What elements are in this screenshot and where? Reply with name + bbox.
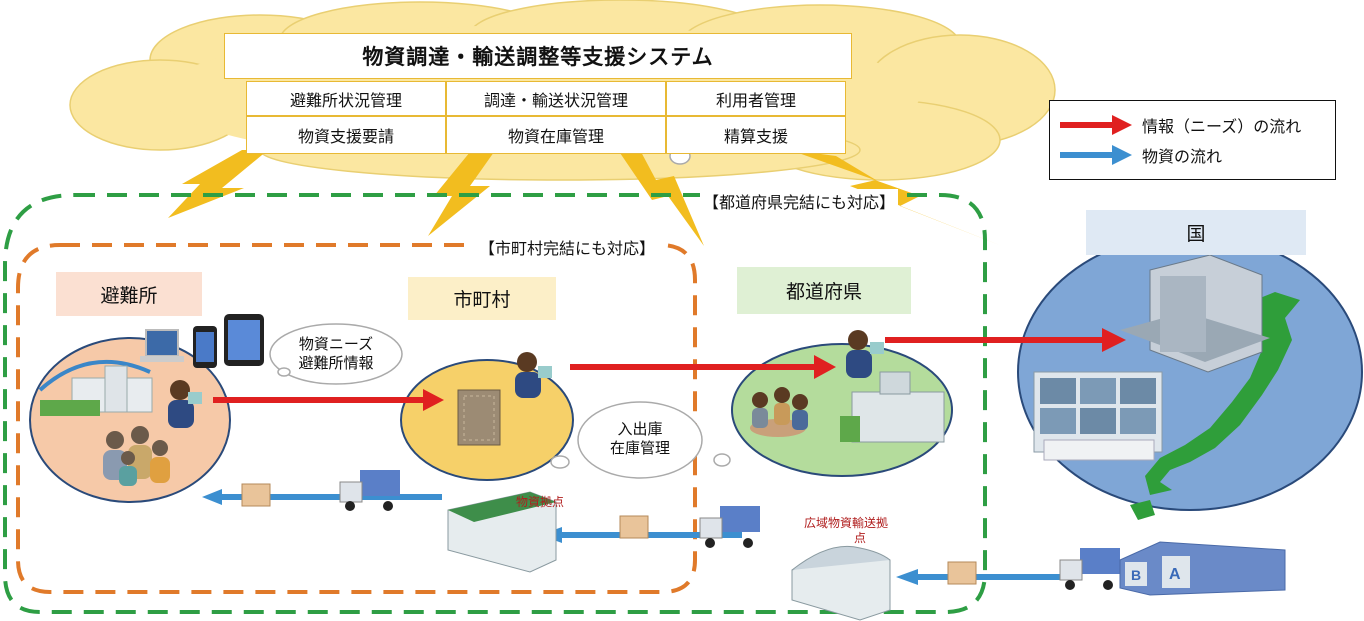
regional-depot-label-line-1: 広域物資輸送拠 [804,516,889,530]
svg-text:A: A [1169,566,1181,583]
needs-line-1: 物資ニーズ [298,335,374,353]
regional-depot-label: 広域物資輸送拠 点 [804,516,888,546]
legend-info-flow-label: 情報（ニーズ）の流れ [1142,117,1302,136]
prefecture-note: 【都道府県完結にも対応】 [700,189,899,213]
stock-line-2: 在庫管理 [609,439,670,457]
regional-depot-label-line-2: 点 [854,531,867,545]
function-supply-request: 物資支援要請 [246,116,446,154]
nation-label: 国 [1086,210,1306,255]
prefectural-office-icon [840,371,945,443]
national-warehouse-icon: B A [1119,541,1286,596]
legend: 情報（ニーズ）の流れ 物資の流れ [1049,100,1336,180]
municipality-label: 市町村 [408,277,556,320]
meeting-people-icon [750,387,808,437]
municipality-note: 【市町村完結にも対応】 [476,235,659,259]
stock-thought-bubble [550,147,731,479]
needs-bubble-text: 物資ニーズ 避難所情報 [280,335,392,373]
evacuees-icon [103,426,170,486]
local-depot-warehouse-icon [447,491,557,573]
legend-info-flow: 情報（ニーズ）の流れ [1060,113,1301,137]
stock-bubble-text: 入出庫 在庫管理 [594,420,686,458]
needs-thought-bubble [269,323,403,385]
function-settlement-support: 精算支援 [666,116,846,154]
info-flow-arrows [213,328,1126,411]
school-building-icon [38,360,153,416]
prefecture-operator-icon [846,330,884,378]
needs-line-2: 避難所情報 [298,354,374,372]
truck-icons [339,470,1120,590]
control-room-icon [1033,371,1163,461]
cargo-box-icons [241,483,977,585]
devices-icon [140,314,264,368]
prefecture-label: 都道府県 [737,267,911,314]
municipality-operator-icon [515,352,552,398]
svg-text:B: B [1131,567,1141,583]
office-building-icon [457,389,501,446]
legend-goods-flow-label: 物資の流れ [1142,147,1223,166]
legend-goods-flow: 物資の流れ [1060,143,1222,167]
red-arrow-icon [1060,115,1132,135]
municipality-region [16,243,697,594]
system-title: 物資調達・輸送調整等支援システム [224,33,852,79]
function-inventory-management: 物資在庫管理 [446,116,666,154]
function-user-management: 利用者管理 [666,81,846,116]
function-procurement-transport-status: 調達・輸送状況管理 [446,81,666,116]
local-depot-label: 物資拠点 [516,495,565,509]
regional-depot-warehouse-icon [791,545,891,621]
government-building-icon [1120,254,1270,373]
shelter-operator-icon [168,380,202,428]
function-shelter-status: 避難所状況管理 [246,81,446,116]
prefecture-region [3,193,987,614]
shelter-label: 避難所 [56,272,202,316]
stock-line-1: 入出庫 [617,420,663,438]
blue-arrow-icon [1060,145,1132,165]
